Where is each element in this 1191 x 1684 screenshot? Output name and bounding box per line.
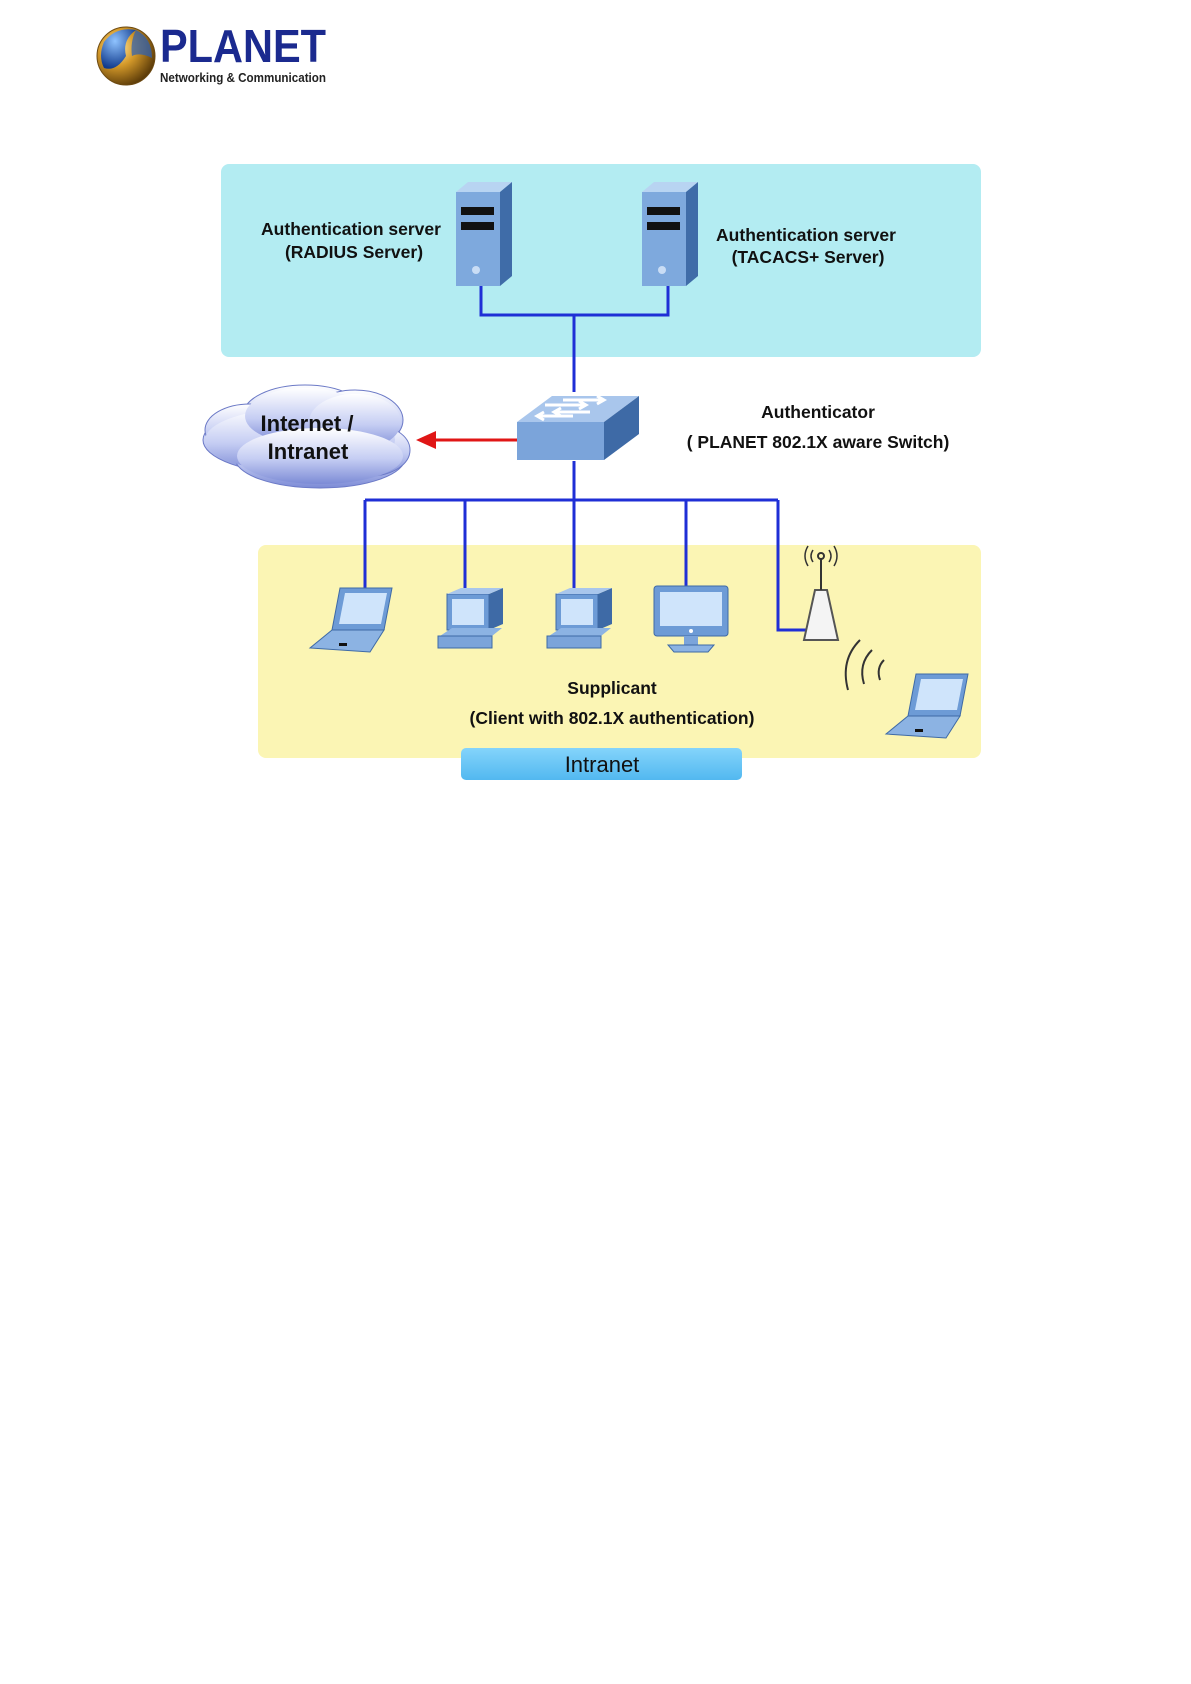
tacacs-server-label-line2: (TACACS+ Server) (732, 247, 885, 267)
radius-server-label-line1: Authentication server (261, 219, 441, 239)
radius-server-icon (456, 182, 512, 286)
tacacs-server-icon (642, 182, 698, 286)
radius-server-label-line2: (RADIUS Server) (285, 242, 423, 262)
authenticator-label-line1: Authenticator (761, 402, 875, 422)
cloud-icon (203, 385, 410, 488)
switch-icon (517, 396, 639, 460)
authenticator-label-line2: ( PLANET 802.1X aware Switch) (687, 432, 950, 452)
supplicant-label-line2: (Client with 802.1X authentication) (470, 708, 755, 728)
cloud-label-line1: Internet / (261, 411, 354, 436)
intranet-label: Intranet (565, 752, 640, 777)
network-diagram: Internet / Intranet (0, 0, 1191, 800)
tacacs-server-label-line1: Authentication server (716, 225, 896, 245)
supplicant-label-line1: Supplicant (567, 678, 657, 698)
uplink-arrow-icon (416, 431, 517, 449)
cloud-label-line2: Intranet (268, 439, 349, 464)
